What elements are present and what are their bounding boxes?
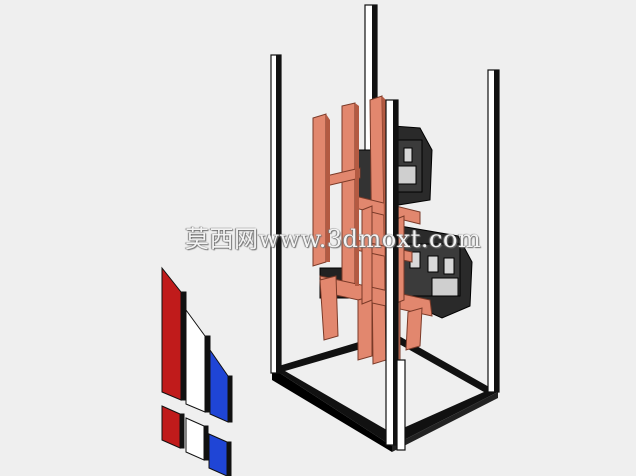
watermark-text: 莫西网www.3dmoxt.com — [185, 225, 482, 253]
cabinet-front-posts — [385, 99, 406, 451]
phase-color-legend-icon — [161, 266, 233, 476]
cabinet-base-frame — [272, 332, 498, 452]
